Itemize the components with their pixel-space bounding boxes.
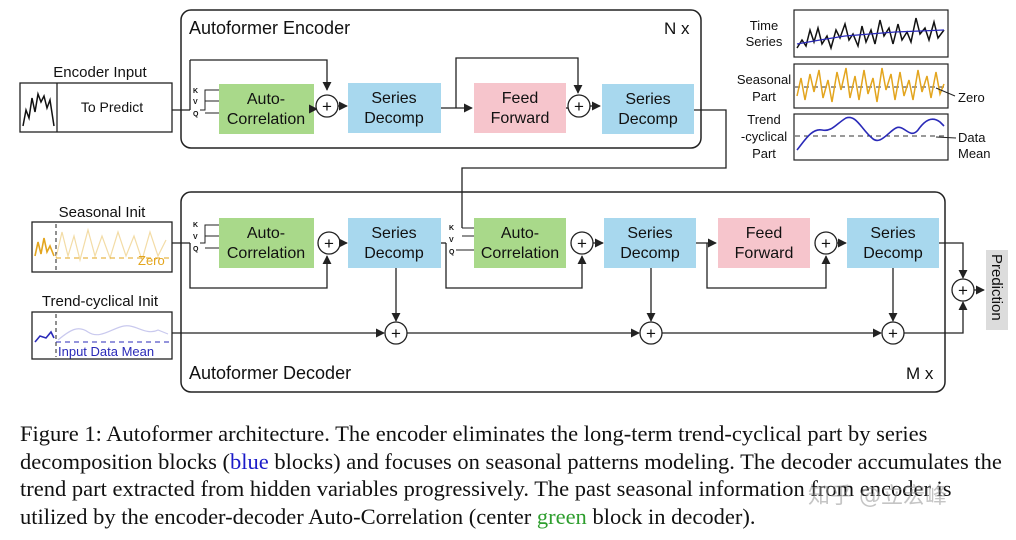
decoder-auto-correlation-2-block xyxy=(474,218,566,268)
svg-text:+: + xyxy=(958,281,968,300)
legend-seasonal-line1: Seasonal xyxy=(737,72,791,87)
decoder-frame xyxy=(180,191,946,393)
encoder-repeat: N x xyxy=(664,19,690,38)
encoder-title: Autoformer Encoder xyxy=(189,18,350,38)
enc-k-label: K xyxy=(193,88,198,95)
encoder-series-decomp-1-line1: Series xyxy=(371,90,416,107)
dec1-q-label: Q xyxy=(193,246,199,253)
encoder-feed-forward-block xyxy=(474,83,566,133)
dec2-k-label: K xyxy=(449,225,454,232)
dec1-k-label: K xyxy=(193,222,198,229)
encoder-series-decomp-2-line1: Series xyxy=(625,91,670,108)
decoder-series-decomp-2-block xyxy=(604,218,696,268)
caption-part1: Figure 1: Autoformer architecture. The e… xyxy=(20,421,933,474)
legend-seasonal-line xyxy=(796,67,945,103)
to-predict-label: To Predict xyxy=(81,99,143,115)
legend-data-mean-line2: Mean xyxy=(958,146,991,161)
legend-seasonal-line2: Part xyxy=(752,89,776,104)
encoder-feed-forward-line2: Forward xyxy=(491,110,550,127)
decoder-series-decomp-1-block xyxy=(348,218,441,268)
dec2-q-label: Q xyxy=(449,249,455,256)
prediction-label: Prediction xyxy=(988,254,1005,321)
seasonal-init-label: Seasonal Init xyxy=(59,204,147,221)
decoder-auto-correlation-1-line2: Correlation xyxy=(227,245,305,262)
svg-text:+: + xyxy=(324,234,334,253)
encoder-input-sparkline xyxy=(22,91,55,127)
enc-q-label: Q xyxy=(193,111,199,118)
svg-text:+: + xyxy=(574,97,584,116)
decoder-repeat: M x xyxy=(906,364,934,383)
encoder-series-decomp-1-block xyxy=(348,83,441,133)
encoder-feed-forward-line1: Feed xyxy=(502,90,538,107)
legend-trend-line2: -cyclical xyxy=(741,129,787,144)
encoder-series-decomp-2-line2: Decomp xyxy=(618,111,678,128)
legend-data-mean-line1: Data xyxy=(958,130,986,145)
svg-text:+: + xyxy=(577,234,587,253)
legend-time-series-line2: Series xyxy=(746,34,783,49)
decoder-title: Autoformer Decoder xyxy=(189,363,351,383)
encoder-auto-correlation-block xyxy=(219,84,314,134)
decoder-series-decomp-1-line2: Decomp xyxy=(364,245,424,262)
autoformer-diagram: Autoformer Encoder N x Encoder Input To … xyxy=(19,9,1008,393)
legend-trend-line3: Part xyxy=(752,146,776,161)
decoder-auto-correlation-2-line1: Auto- xyxy=(501,225,539,242)
watermark: 知乎 @立宏峰 xyxy=(808,484,947,509)
seasonal-init-box xyxy=(31,221,173,273)
decoder-series-decomp-1-line1: Series xyxy=(371,225,416,242)
legend-time-series-line1: Time xyxy=(750,18,778,33)
seasonal-zero-label: Zero xyxy=(138,253,165,268)
legend-zero-label: Zero xyxy=(958,90,985,105)
encoder-input-label: Encoder Input xyxy=(53,64,147,81)
decoder-feed-forward-block xyxy=(718,218,810,268)
prediction-box xyxy=(986,250,1008,330)
dec1-v-label: V xyxy=(193,234,198,241)
decoder-feed-forward-line1: Feed xyxy=(746,225,782,242)
encoder-auto-correlation-line1: Auto- xyxy=(247,91,285,108)
decoder-auto-correlation-1-block xyxy=(219,218,314,268)
decoder-series-decomp-3-line2: Decomp xyxy=(863,245,923,262)
enc-v-label: V xyxy=(193,99,198,106)
encoder-input-box xyxy=(19,82,173,133)
decoder-series-decomp-3-line1: Series xyxy=(870,225,915,242)
decoder-series-decomp-3-block xyxy=(847,218,939,268)
encoder-series-decomp-2-block xyxy=(602,84,694,134)
decoder-series-decomp-2-line1: Series xyxy=(627,225,672,242)
caption-blue-word: blue xyxy=(229,448,269,474)
figure-caption: Figure 1: Autoformer architecture. The e… xyxy=(20,420,1010,530)
decoder-auto-correlation-2-line2: Correlation xyxy=(481,245,559,262)
trend-mean-label: Input Data Mean xyxy=(58,344,154,359)
dec2-v-label: V xyxy=(449,237,454,244)
encoder-auto-correlation-line2: Correlation xyxy=(227,111,305,128)
svg-text:+: + xyxy=(821,234,831,253)
caption-part2: blocks) and focuses on seasonal patterns… xyxy=(20,448,1008,529)
svg-text:+: + xyxy=(391,324,401,343)
svg-text:+: + xyxy=(322,97,332,116)
decoder-series-decomp-2-line2: Decomp xyxy=(620,245,680,262)
svg-text:+: + xyxy=(888,324,898,343)
encoder-frame xyxy=(180,9,702,149)
svg-text:+: + xyxy=(646,324,656,343)
encoder-series-decomp-1-line2: Decomp xyxy=(364,110,424,127)
decoder-auto-correlation-1-line1: Auto- xyxy=(247,225,285,242)
decoder-feed-forward-line2: Forward xyxy=(735,245,794,262)
legend-time-series-line xyxy=(796,17,945,51)
trend-init-box xyxy=(31,311,173,360)
encoder-output-connector xyxy=(461,109,727,228)
caption-part3: block in decoder). xyxy=(586,503,756,529)
legend-trend-line xyxy=(796,116,945,151)
trend-init-label: Trend-cyclical Init xyxy=(42,293,159,310)
legend-trend-line1: Trend xyxy=(747,112,780,127)
caption-green-word: green xyxy=(536,503,587,529)
